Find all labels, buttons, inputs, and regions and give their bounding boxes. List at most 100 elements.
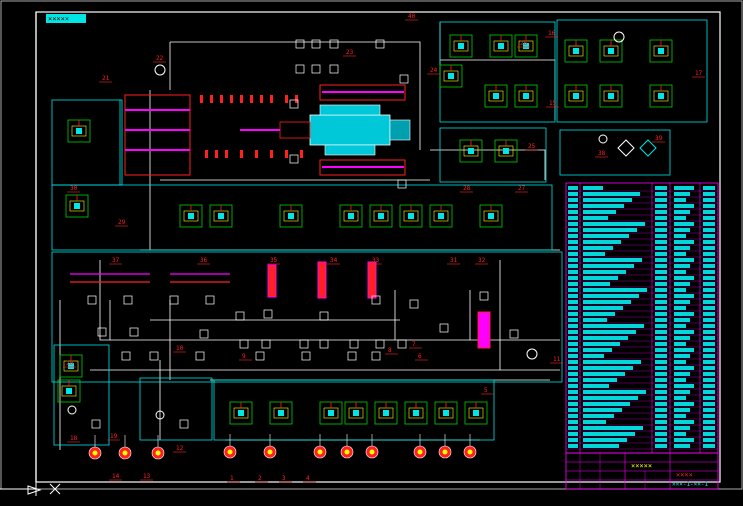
callout-number: 15 <box>549 100 557 107</box>
callout-number: 8 <box>388 347 392 354</box>
directional-valve-icon <box>479 204 503 228</box>
callout-number: 23 <box>346 49 354 56</box>
heater-tubes <box>267 261 491 349</box>
check-valve-icon <box>195 351 205 361</box>
check-valve-icon <box>87 39 519 429</box>
callout-number: 34 <box>330 257 338 264</box>
pump-motor-icon <box>340 434 354 459</box>
pressure-gauge-icon <box>67 31 625 420</box>
directional-valve-icon <box>229 401 253 425</box>
filter-icon <box>617 139 657 157</box>
callout-number: 7 <box>412 341 416 348</box>
directional-valve-icon <box>374 401 398 425</box>
check-valve-icon <box>289 154 299 164</box>
check-valve-icon <box>319 339 329 349</box>
check-valve-icon <box>299 339 309 349</box>
nozzle-mark <box>270 150 273 158</box>
check-valve-icon <box>329 39 339 49</box>
nozzle-mark <box>210 95 213 103</box>
callout-number: 11 <box>553 356 561 363</box>
title-block: ××××× ×××× ×××-1-××-1 <box>565 452 719 490</box>
nozzle-mark <box>220 95 223 103</box>
ucs-icon <box>27 485 42 495</box>
directional-valve-icon <box>369 204 393 228</box>
directional-valve-icon <box>459 139 483 163</box>
directional-valve-icon <box>514 84 538 108</box>
directional-valve-icon <box>439 64 463 88</box>
pump-motor-icon <box>151 435 165 460</box>
check-valve-icon <box>261 339 271 349</box>
callout-number: 22 <box>156 55 164 62</box>
title-block-red-text: ×××× <box>676 471 693 479</box>
check-valve-icon <box>301 351 311 361</box>
callout-number: 3 <box>282 475 286 482</box>
directional-valve-icon <box>484 84 508 108</box>
check-valve-icon <box>371 295 381 305</box>
check-valve-icon <box>397 339 407 349</box>
check-valve-icon <box>239 339 249 349</box>
check-valve-icon <box>263 309 273 319</box>
check-valve-icon <box>399 74 409 84</box>
nozzle-marks <box>200 95 303 158</box>
check-valve-icon <box>329 64 339 74</box>
pump-motor-icon <box>463 434 477 459</box>
directional-valve-icon <box>279 204 303 228</box>
callout-number: 6 <box>418 353 422 360</box>
directional-valve-icon <box>344 401 368 425</box>
callout-number: 10 <box>176 345 184 352</box>
directional-valve-icon <box>464 401 488 425</box>
callout-number: 1 <box>230 475 234 482</box>
title-block-code-text: ×××-1-××-1 <box>672 481 709 488</box>
pump-motor-icon <box>223 434 237 459</box>
title-block-main-text: ××××× <box>631 462 652 470</box>
nozzle-mark <box>200 95 203 103</box>
outer-border <box>0 0 743 490</box>
callout-number: 28 <box>463 185 471 192</box>
check-valve-icon <box>479 291 489 301</box>
nozzle-mark <box>300 150 303 158</box>
callout-number: 14 <box>112 473 120 480</box>
check-valve-icon <box>199 329 209 339</box>
callout-number: 29 <box>118 219 126 226</box>
cursor-cross-icon <box>49 483 61 495</box>
check-valve-icon <box>91 419 101 429</box>
callout-number: 16 <box>548 30 556 37</box>
callout-number: 12 <box>176 445 184 452</box>
nozzle-mark <box>225 150 228 158</box>
callout-number: 31 <box>450 257 458 264</box>
callout-number: 18 <box>70 435 78 442</box>
callout-number: 5 <box>484 387 488 394</box>
callout-number: 19 <box>110 433 118 440</box>
directional-valve-icon <box>65 194 89 218</box>
directional-valve-icon <box>404 401 428 425</box>
nozzle-mark <box>285 95 288 103</box>
check-valve-icon <box>179 419 189 429</box>
directional-valve-icon <box>564 84 588 108</box>
directional-valve-icon <box>319 401 343 425</box>
check-valve-icon <box>319 311 329 321</box>
directional-valve-icon <box>434 401 458 425</box>
callout-number: 13 <box>143 473 151 480</box>
check-valve-icon <box>375 339 385 349</box>
callout-number: 25 <box>528 143 536 150</box>
check-valve-icon <box>375 39 385 49</box>
callout-number: 27 <box>518 185 526 192</box>
nozzle-mark <box>240 95 243 103</box>
directional-valve-icon <box>489 34 513 58</box>
pump-motor-icon <box>438 434 452 459</box>
nozzle-mark <box>215 150 218 158</box>
callout-number: 2 <box>258 475 262 482</box>
cyan-section-borders <box>51 19 708 446</box>
check-valve-icon <box>149 351 159 361</box>
check-valve-icon <box>295 64 305 74</box>
pump-motor-icon <box>263 434 277 459</box>
nozzle-mark <box>270 95 273 103</box>
directional-valve-icon <box>269 401 293 425</box>
pump-motor-icon <box>413 434 427 459</box>
callout-number: 37 <box>112 257 120 264</box>
check-valve-icon <box>235 311 245 321</box>
corner-tag-box <box>46 14 86 23</box>
check-valve-icon <box>255 351 265 361</box>
